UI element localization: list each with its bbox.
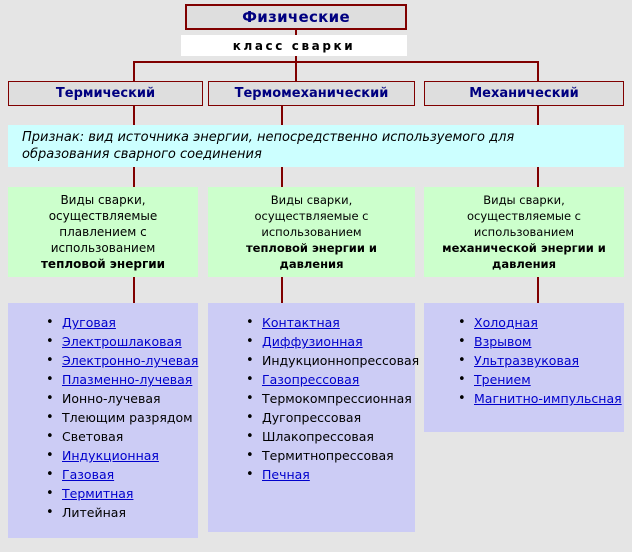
list-item: Литейная <box>46 503 198 522</box>
list-item[interactable]: Взрывом <box>458 332 624 351</box>
diagram-subtitle: класс сварки <box>232 38 356 53</box>
description-line: использованием <box>473 225 575 239</box>
description-line: тепловой энергии <box>40 257 166 271</box>
class-label-mechanical: Механический <box>469 86 579 101</box>
connector-feature-to-green-3 <box>537 167 539 189</box>
welding-type-label: Тлеющим разрядом <box>62 410 193 425</box>
connector-bus-to-class-1 <box>133 61 135 83</box>
welding-type-link[interactable]: Магнитно-импульсная <box>474 391 622 406</box>
welding-type-label: Термокомпрессионная <box>262 391 412 406</box>
welding-type-link[interactable]: Газовая <box>62 467 115 482</box>
welding-type-link[interactable]: Газопрессовая <box>262 372 360 387</box>
description-line: Виды сварки, <box>270 193 353 207</box>
connector-green-2-to-list-2 <box>281 277 283 304</box>
welding-types-list: КонтактнаяДиффузионнаяИндукционнопрессов… <box>208 303 419 484</box>
feature-text-line-1: Признак: вид источника энергии, непосред… <box>22 130 515 145</box>
list-item[interactable]: Ультразвуковая <box>458 351 624 370</box>
diagram-subtitle-box: класс сварки <box>181 35 407 56</box>
list-item[interactable]: Дуговая <box>46 313 198 332</box>
welding-type-link[interactable]: Ультразвуковая <box>474 353 580 368</box>
class-box-mechanical: Механический <box>424 81 624 106</box>
welding-types-list: ХолоднаяВзрывомУльтразвуковаяТрениемМагн… <box>424 303 624 408</box>
welding-type-link[interactable]: Термитная <box>62 486 134 501</box>
connector-class-2-to-feature <box>281 106 283 128</box>
welding-type-link[interactable]: Плазменно-лучевая <box>62 372 193 387</box>
list-item[interactable]: Трением <box>458 370 624 389</box>
welding-type-link[interactable]: Контактная <box>262 315 340 330</box>
welding-type-label: Индукционнопрессовая <box>262 353 420 368</box>
description-line: осуществляемые с <box>254 209 369 223</box>
description-line: Виды сварки, <box>483 193 565 207</box>
connector-bus-to-class-3 <box>537 61 539 83</box>
list-item[interactable]: Холодная <box>458 313 624 332</box>
description-line: давления <box>492 257 556 271</box>
connector-subtitle-to-bus <box>295 54 297 63</box>
description-box-thermomechanical: Виды сварки, осуществляемые с использова… <box>208 187 415 277</box>
feature-text-line-2: образования сварного соединения <box>22 147 262 162</box>
description-box-thermal: Виды сварки, осуществляемые плавлением с… <box>8 187 198 277</box>
list-item: Термокомпрессионная <box>246 389 415 408</box>
welding-type-link[interactable]: Взрывом <box>474 334 532 349</box>
connector-feature-to-green-1 <box>133 167 135 189</box>
list-item: Дугопрессовая <box>246 408 415 427</box>
welding-type-link[interactable]: Печная <box>262 467 310 482</box>
list-item[interactable]: Газовая <box>46 465 198 484</box>
feature-banner: Признак: вид источника энергии, непосред… <box>8 125 624 167</box>
connector-green-3-to-list-3 <box>537 277 539 304</box>
diagram-title-box: Физические <box>185 4 407 30</box>
connector-class-3-to-feature <box>537 106 539 128</box>
list-item[interactable]: Контактная <box>246 313 415 332</box>
class-box-thermomechanical: Термомеханический <box>208 81 415 106</box>
list-item[interactable]: Термитная <box>46 484 198 503</box>
list-item[interactable]: Газопрессовая <box>246 370 415 389</box>
list-item: Ионно-лучевая <box>46 389 198 408</box>
welding-type-link[interactable]: Дуговая <box>62 315 116 330</box>
welding-types-list-mechanical: ХолоднаяВзрывомУльтразвуковаяТрениемМагн… <box>424 303 624 432</box>
description-line: осуществляемые с <box>466 209 582 223</box>
list-item[interactable]: Электронно-лучевая <box>46 351 198 370</box>
welding-type-label: Ионно-лучевая <box>62 391 161 406</box>
list-item[interactable]: Магнитно-импульсная <box>458 389 624 408</box>
list-item[interactable]: Электрошлаковая <box>46 332 198 351</box>
welding-type-link[interactable]: Трением <box>474 372 531 387</box>
welding-type-label: Дугопрессовая <box>262 410 362 425</box>
list-item: Шлакопрессовая <box>246 427 415 446</box>
connector-green-1-to-list-1 <box>133 277 135 304</box>
list-item: Индукционнопрессовая <box>246 351 419 370</box>
welding-type-link[interactable]: Индукционная <box>62 448 159 463</box>
list-item[interactable]: Плазменно-лучевая <box>46 370 198 389</box>
list-item[interactable]: Диффузионная <box>246 332 415 351</box>
welding-types-list-thermal: ДуговаяЭлектрошлаковаяЭлектронно-лучевая… <box>8 303 198 538</box>
list-item[interactable]: Печная <box>246 465 415 484</box>
class-label-thermal: Термический <box>55 86 156 101</box>
class-box-thermal: Термический <box>8 81 203 106</box>
description-line: тепловой энергии и давления <box>246 241 377 271</box>
welding-type-label: Литейная <box>62 505 126 520</box>
welding-type-link[interactable]: Электронно-лучевая <box>62 353 199 368</box>
welding-type-link[interactable]: Диффузионная <box>262 334 363 349</box>
list-item: Термитнопрессовая <box>246 446 415 465</box>
class-label-thermomechanical: Термомеханический <box>234 86 389 101</box>
diagram-title: Физические <box>242 8 350 26</box>
connector-feature-to-green-2 <box>281 167 283 189</box>
connector-class-1-to-feature <box>133 106 135 128</box>
description-line: плавлением с использованием <box>50 225 156 255</box>
description-line: Виды сварки, осуществляемые <box>48 193 158 223</box>
connector-bus-horizontal <box>133 61 539 63</box>
welding-type-label: Световая <box>62 429 124 444</box>
description-line: использованием <box>261 225 362 239</box>
description-box-mechanical: Виды сварки, осуществляемые с использова… <box>424 187 624 277</box>
welding-type-link[interactable]: Электрошлаковая <box>62 334 182 349</box>
connector-title-to-subtitle <box>295 30 297 37</box>
welding-type-link[interactable]: Холодная <box>474 315 538 330</box>
list-item: Световая <box>46 427 198 446</box>
list-item: Тлеющим разрядом <box>46 408 198 427</box>
description-line: механической энергии и <box>442 241 606 255</box>
connector-bus-to-class-2 <box>295 61 297 83</box>
welding-types-list: ДуговаяЭлектрошлаковаяЭлектронно-лучевая… <box>8 303 198 522</box>
welding-type-label: Шлакопрессовая <box>262 429 374 444</box>
welding-types-list-thermomechanical: КонтактнаяДиффузионнаяИндукционнопрессов… <box>208 303 419 532</box>
list-item[interactable]: Индукционная <box>46 446 198 465</box>
welding-type-label: Термитнопрессовая <box>262 448 394 463</box>
